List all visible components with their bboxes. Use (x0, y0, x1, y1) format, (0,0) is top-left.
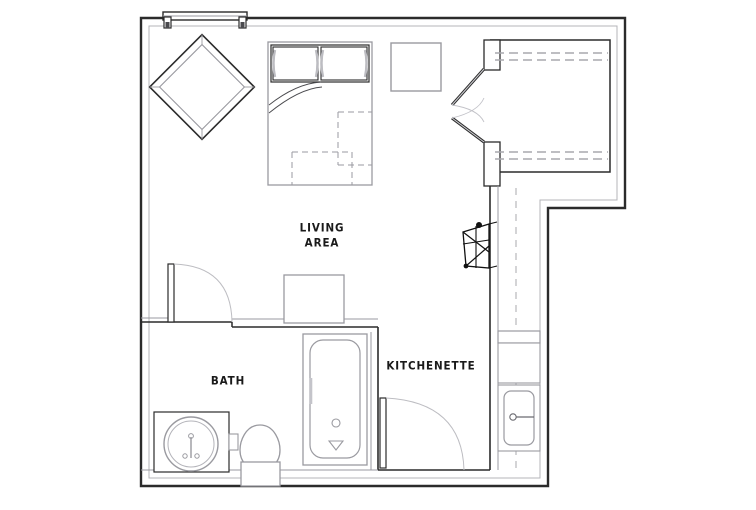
pillow-right (320, 46, 368, 81)
bed (267, 41, 373, 186)
outer-walls (139, 16, 627, 488)
wall-mounted-bracket (462, 221, 498, 269)
window (162, 11, 248, 29)
bathtub-basin (309, 339, 361, 459)
nightstand (390, 42, 442, 92)
room-labels: LIVING AREA BATH KITCHENETTE (211, 221, 475, 388)
linen-closet-box (283, 274, 345, 324)
bath-door-leaf[interactable] (167, 263, 175, 323)
outer-wall-outline (139, 16, 627, 488)
closet-jamb-top (483, 39, 501, 71)
vanity-accessory (228, 433, 239, 451)
sink-basin-inner (167, 420, 215, 468)
bed-fold-curve-2 (268, 86, 323, 114)
label-kitchenette: KITCHENETTE (386, 359, 475, 373)
diagonal-armchair (148, 33, 256, 141)
bathtub (302, 333, 368, 466)
closet-door-lower[interactable] (451, 97, 485, 144)
sink-handle-right (194, 453, 200, 459)
label-living-area-line1: LIVING (300, 221, 345, 235)
toilet (239, 424, 281, 487)
sink-vanity (153, 411, 239, 473)
entry-door-swing-arc (385, 397, 465, 471)
toilet-tank (240, 461, 281, 487)
kitchen-counter-edge (497, 330, 541, 344)
bed-fold-curve-1 (268, 81, 322, 106)
label-bath: BATH (211, 374, 245, 388)
bathtub-faucet (327, 440, 345, 451)
armchair-inner (158, 43, 246, 131)
kitchen-sink-basin (503, 390, 535, 446)
bracket-pivot (476, 222, 482, 228)
entry-door-leaf[interactable] (379, 397, 387, 469)
sink-handle-left (182, 453, 188, 459)
linen-closet (283, 274, 345, 324)
label-living-area-line2: AREA (305, 236, 340, 250)
entry-door[interactable] (379, 397, 465, 471)
closet-interior-outline (490, 39, 611, 173)
pillow-left (272, 46, 319, 81)
bath-door-swing-arc (173, 263, 233, 323)
bath-door[interactable] (167, 263, 233, 323)
closet-jamb-bottom (483, 141, 501, 187)
outer-wall-inner-line (148, 25, 618, 479)
closet-door-upper[interactable] (450, 68, 486, 123)
closet (450, 39, 611, 187)
bathtub-drain (331, 418, 341, 428)
nightstand-top (390, 42, 442, 92)
kitchen-counter-upper (497, 342, 541, 384)
kitchen-sink (497, 330, 541, 452)
